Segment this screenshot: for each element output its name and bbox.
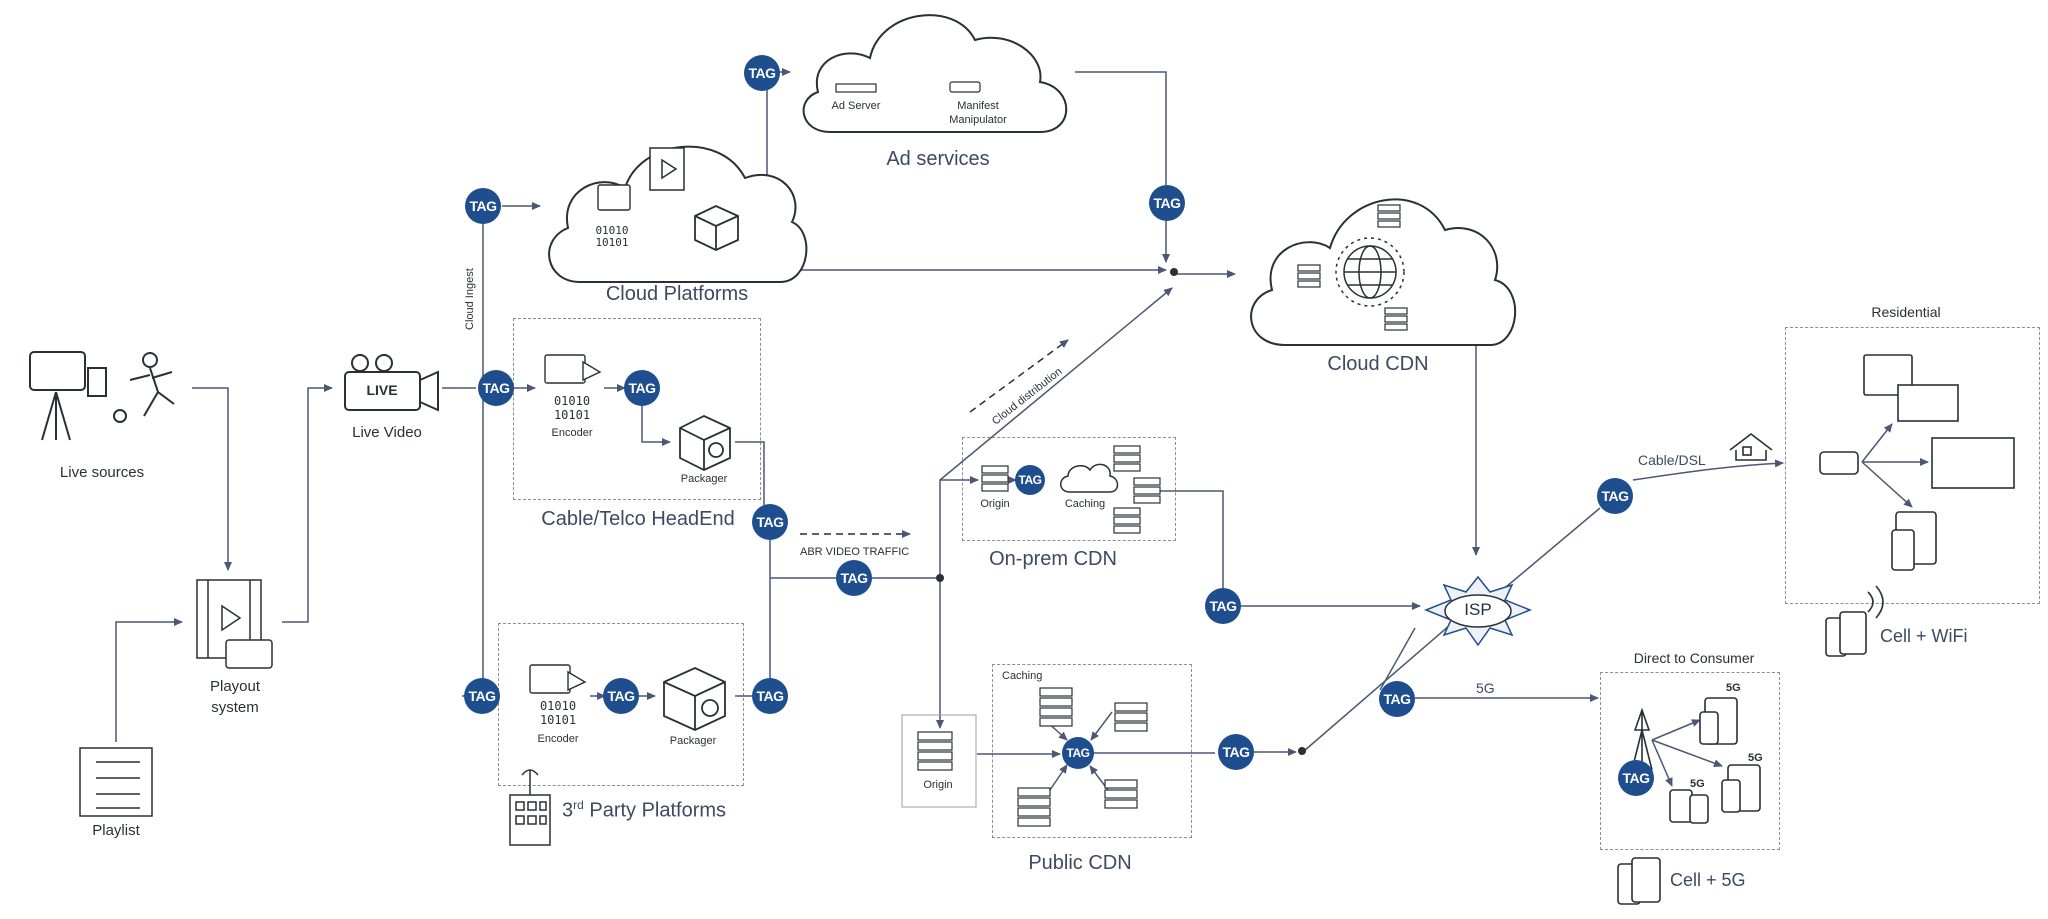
dashed-arrows	[800, 339, 1069, 538]
label-cloud-platforms: Cloud Platforms	[605, 283, 749, 305]
label-live-sources: Live sources	[59, 464, 145, 481]
label-packager-1: Packager	[680, 473, 728, 485]
tag-badge-public-cdn: TAG	[1062, 737, 1094, 769]
label-packager-2: Packager	[669, 735, 717, 747]
caching-cloud-icon	[1060, 463, 1119, 493]
live-camera-icon	[344, 354, 439, 412]
label-encoder-1: Encoder	[551, 427, 593, 439]
building-icon	[509, 769, 551, 846]
ad-services-cloud	[802, 14, 1068, 133]
label-public-origin: Origin	[923, 779, 953, 791]
label-residential: Residential	[1871, 304, 1941, 320]
label-dtc-5g-3: 5G	[1690, 778, 1705, 790]
label-binary-2b: 10101	[539, 713, 577, 727]
label-isp: ISP	[1464, 600, 1492, 619]
label-playout-2: system	[211, 699, 259, 716]
isp-burst	[1423, 575, 1533, 647]
tag-badge-headend: TAG	[752, 504, 788, 540]
label-binary-2a: 01010	[539, 699, 577, 713]
label-onprem-origin: Origin	[980, 498, 1010, 510]
label-cable-headend: Cable/Telco HeadEnd	[541, 508, 735, 530]
packager-icons	[663, 205, 739, 731]
label-encoder-2: Encoder	[537, 733, 579, 745]
label-abr-traffic: ABR VIDEO TRAFFIC	[800, 546, 910, 558]
label-binary-1b: 10101	[553, 408, 591, 422]
label-live-video: Live Video	[352, 424, 422, 441]
tag-badge-dtc: TAG	[1618, 760, 1654, 796]
onprem-cdn-box	[962, 437, 1176, 541]
label-onprem-caching: Caching	[1064, 498, 1106, 510]
tag-badge-ad-to-cdn: TAG	[1149, 185, 1185, 221]
public-cdn-box	[992, 664, 1192, 838]
label-third-party: 3rd Party Platforms	[562, 798, 726, 823]
label-ad-server: Ad Server	[831, 100, 881, 112]
cable-headend-box	[513, 318, 761, 500]
tag-badge-abr: TAG	[836, 560, 872, 596]
label-dtc-5g-2: 5G	[1748, 752, 1763, 764]
label-third-party-sup: rd	[573, 798, 584, 812]
tag-badge-live-video: TAG	[478, 370, 514, 406]
label-onprem-cdn: On-prem CDN	[989, 548, 1117, 570]
label-cell-5g: Cell + 5G	[1670, 870, 1746, 890]
direct-consumer-box	[1600, 672, 1780, 850]
label-manifest-1: Manifest	[957, 100, 999, 112]
tag-badge-onprem-out: TAG	[1205, 588, 1241, 624]
tag-badge-ad-services: TAG	[744, 55, 780, 91]
tag-badge-third-party-in: TAG	[464, 678, 500, 714]
house-icon	[1729, 432, 1773, 461]
label-playlist: Playlist	[92, 822, 140, 839]
label-5g: 5G	[1476, 680, 1495, 696]
dtc-devices	[1617, 585, 1884, 905]
residential-devices	[1819, 354, 2015, 571]
label-cloud-ingest: Cloud Ingest	[464, 268, 476, 330]
tag-badge-5g: TAG	[1379, 681, 1415, 717]
label-public-cdn: Public CDN	[1028, 852, 1132, 874]
label-dtc-5g-1: 5G	[1726, 682, 1741, 694]
tag-badge-ingest-top: TAG	[465, 188, 501, 224]
video-file-icons	[79, 147, 685, 817]
encoder-icons	[529, 184, 631, 694]
connector-lines	[115, 68, 1929, 791]
label-cable-dsl: Cable/DSL	[1638, 452, 1706, 468]
server-icons	[835, 81, 1408, 827]
third-party-box	[498, 623, 744, 786]
label-cloud-cdn: Cloud CDN	[1327, 353, 1429, 375]
label-playout-1: Playout	[209, 678, 261, 695]
label-cell-wifi: Cell + WiFi	[1880, 626, 1968, 646]
label-live-badge: LIVE	[366, 382, 398, 398]
label-binary-1a: 01010	[553, 394, 591, 408]
tag-badge-cable-dsl: TAG	[1597, 478, 1633, 514]
label-direct-consumer: Direct to Consumer	[1633, 650, 1755, 666]
tag-badge-onprem: TAG	[1015, 465, 1045, 495]
label-binary-3a: 01010	[595, 224, 629, 237]
label-public-caching: Caching	[1002, 670, 1043, 682]
globe-icon	[1335, 237, 1405, 307]
tag-badge-third-party-out: TAG	[752, 678, 788, 714]
label-manifest-2: Manipulator	[949, 114, 1007, 126]
residential-box	[1785, 327, 2040, 604]
label-ad-services: Ad services	[886, 148, 990, 170]
live-sources-icon	[29, 351, 175, 441]
label-third-party-text: Party Platforms	[583, 799, 727, 822]
tag-badge-public-out: TAG	[1218, 734, 1254, 770]
label-third-party-num: 3	[562, 799, 574, 822]
cloud-platforms-cloud	[548, 145, 808, 283]
tag-badge-encoder: TAG	[624, 370, 660, 406]
tag-badge-third-party-encoder: TAG	[603, 678, 639, 714]
origin-selection-frame	[901, 714, 977, 808]
label-binary-3b: 10101	[595, 236, 629, 249]
